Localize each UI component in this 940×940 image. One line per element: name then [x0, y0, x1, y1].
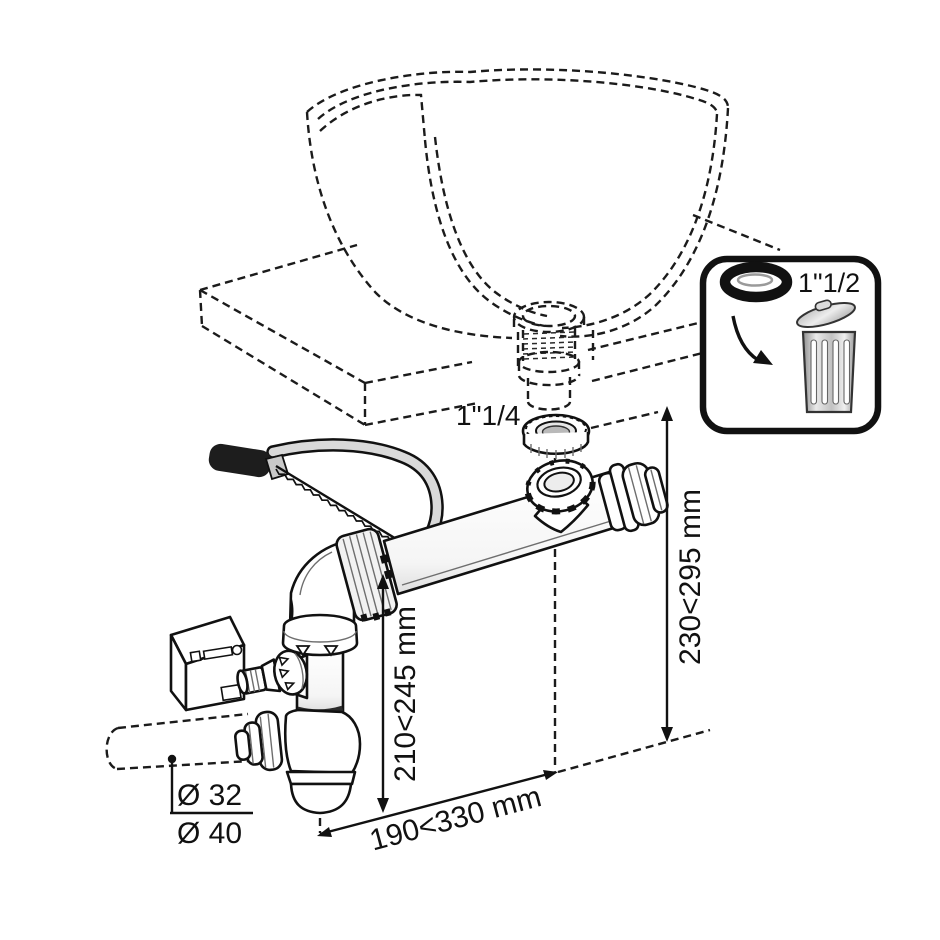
pipe-diameter-32-label: Ø 32	[177, 779, 242, 812]
dimension-height-trap: 210<245 mm	[377, 574, 422, 813]
trap-outlet	[234, 710, 284, 772]
trap-cup	[289, 782, 353, 815]
washing-machine-icon	[169, 615, 246, 712]
height-overall-label: 230<295 mm	[674, 489, 707, 665]
gasket-ring	[521, 413, 591, 459]
drain-threads	[521, 328, 577, 361]
discard-inset: 1"1/2	[699, 255, 882, 435]
elbow-joint-ring	[281, 613, 359, 657]
height-trap-label: 210<245 mm	[389, 606, 422, 782]
trap-cup-ring	[285, 770, 357, 786]
leader-gasket	[590, 410, 659, 430]
elbow-nut	[335, 527, 398, 622]
discard-size-label: 1"1/2	[798, 268, 860, 298]
elbow-highlight	[290, 599, 294, 623]
countertop	[198, 213, 781, 427]
trash-can-icon	[796, 299, 857, 414]
bottle-trap	[234, 646, 362, 815]
wall-pipe	[105, 712, 251, 771]
dimension-height-overall: 230<295 mm	[661, 406, 707, 742]
sink-bowl	[305, 68, 730, 340]
discard-arrow	[731, 315, 759, 362]
drain-size-label: 1"1/4	[456, 400, 520, 431]
width-range-label: 190<330 mm	[366, 780, 544, 857]
pipe-diameter-40-label: Ø 40	[177, 817, 242, 850]
discard-arrowhead	[753, 350, 773, 365]
saw-teeth	[275, 468, 397, 543]
saw-blade	[275, 464, 399, 542]
drain-fitting	[512, 300, 586, 411]
diameter-callout: Ø 32 Ø 40	[167, 754, 253, 850]
tee-branch	[524, 458, 596, 534]
hose-connector	[236, 649, 309, 696]
saw-handle	[208, 443, 272, 478]
o-ring-icon	[719, 261, 793, 303]
trap-body	[283, 708, 362, 775]
leader-bottom	[557, 728, 711, 774]
tube-end-nut	[597, 461, 669, 533]
o-ring-highlight	[736, 273, 774, 287]
